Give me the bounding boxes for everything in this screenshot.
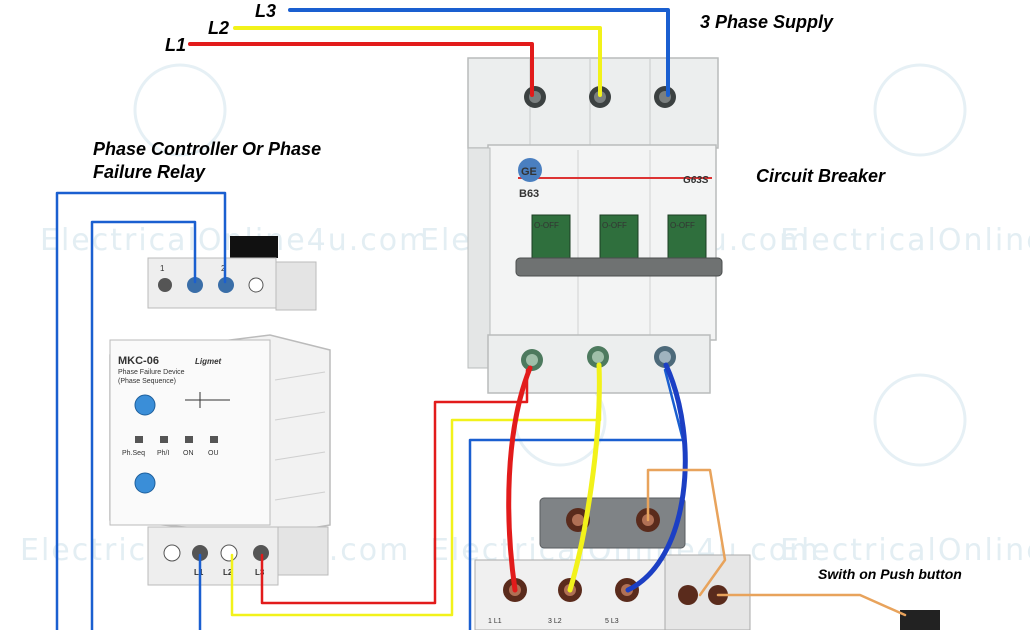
wire-l1 (188, 42, 534, 97)
wire-orange-aux (646, 468, 727, 597)
relay-top-screws: 1 2 (158, 264, 264, 293)
relay-side-ridges (274, 371, 326, 501)
wire-relay-l1 (260, 368, 529, 605)
contactor-terminal-2: 3 L2 (548, 618, 562, 625)
contactor-aux-block (539, 497, 686, 549)
relay-brand: Ligmet (195, 357, 222, 366)
wire-orange-pushbutton (716, 593, 907, 617)
phase-failure-relay: MKC-06 Ligmet Phase Failure Device (Phas… (109, 236, 331, 586)
wire-contactor-l1 (506, 365, 533, 593)
wire-relay-l3 (468, 368, 685, 630)
contactor-terminal-3: 5 L3 (605, 618, 619, 625)
wire-l3 (288, 8, 670, 97)
relay-din-clip (230, 236, 278, 258)
toggle-label-3: O-OFF (670, 221, 695, 230)
watermark-6: ElectricalOnline4u.com (780, 533, 1030, 568)
breaker-rating-right: G63S (683, 175, 709, 186)
wire-relay-control-1 (55, 191, 227, 630)
circuit-breaker: GE B63 G63S O-OFF O-OFF O-OFF (467, 57, 723, 394)
label-relay-line2: Failure Relay (93, 162, 206, 182)
relay-desc-2: (Phase Sequence) (118, 378, 176, 385)
relay-top-terminal-1: 1 (160, 264, 165, 273)
relay-symbol-icon (185, 392, 230, 408)
label-breaker: Circuit Breaker (756, 166, 886, 186)
toggle-label-2: O-OFF (602, 221, 627, 230)
labels: L3 L2 L1 3 Phase Supply Phase Controller… (93, 1, 962, 582)
led-label-4: OU (208, 450, 219, 457)
led-label-1: Ph.Seq (122, 450, 145, 457)
push-button (900, 610, 940, 630)
wire-l2 (233, 26, 602, 97)
label-supply: 3 Phase Supply (700, 12, 834, 32)
label-relay-line1: Phase Controller Or Phase (93, 139, 321, 159)
led-label-2: Ph/I (157, 450, 170, 457)
relay-model: MKC-06 (118, 355, 159, 367)
relay-leds: Ph.Seq Ph/I ON OU (122, 436, 219, 457)
relay-top-terminal-2: 2 (221, 264, 226, 273)
label-push-button: Swith on Push button (818, 566, 962, 582)
toggle-label-1: O-OFF (534, 221, 559, 230)
wires (55, 8, 907, 630)
voltage-dial-icon (134, 472, 156, 494)
wire-contactor-l2 (567, 362, 602, 593)
relay-desc-1: Phase Failure Device (118, 369, 185, 376)
relay-bottom-terminal-3: L3 (255, 568, 265, 577)
delay-dial-icon (134, 394, 156, 416)
breaker-bottom-screws (521, 346, 676, 371)
contactor: 1 L1 3 L2 5 L3 (474, 497, 751, 630)
ge-logo-icon (518, 158, 542, 182)
label-l1: L1 (165, 35, 186, 55)
toggle-bar (515, 257, 723, 277)
led-label-3: ON (183, 450, 194, 457)
label-l3: L3 (255, 1, 276, 21)
push-button-body (900, 610, 940, 630)
relay-bottom-terminal-2: L2 (223, 568, 233, 577)
watermark-3: ElectricalOnline4u.com (780, 223, 1030, 258)
wire-relay-control-2 (90, 220, 197, 630)
breaker-logo: GE (521, 166, 537, 178)
wire-contactor-l3 (625, 362, 688, 593)
label-l2: L2 (208, 18, 229, 38)
breaker-rating-left: B63 (519, 188, 539, 200)
contactor-terminal-1: 1 L1 (488, 618, 502, 625)
breaker-toggles: O-OFF O-OFF O-OFF (515, 214, 723, 277)
